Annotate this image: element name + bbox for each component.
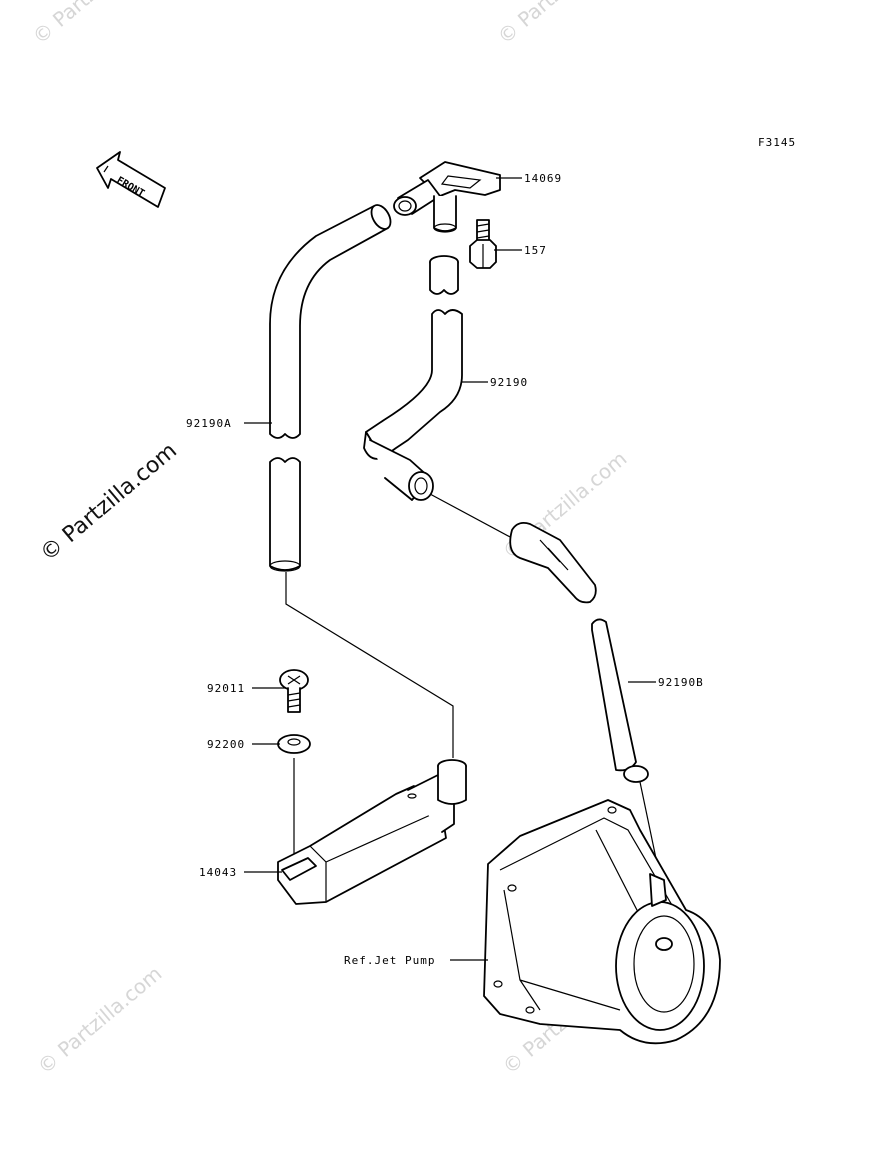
hose-92190 (363, 309, 463, 501)
watermark-top-left: © Partzilla.com (28, 0, 162, 49)
callout-ref-jet-pump: Ref.Jet Pump (344, 954, 435, 967)
callout-157: 157 (524, 244, 547, 257)
leader-hose-to-filter (285, 572, 454, 758)
hose-92190b (591, 618, 649, 783)
callout-14043: 14043 (199, 866, 237, 879)
watermark-main: © Partzilla.com (36, 438, 182, 566)
hose-connector-middle (509, 521, 597, 604)
watermark-top-right: © Partzilla.com (493, 0, 627, 49)
fitting-14069 (393, 161, 501, 233)
hose-92190-upper (429, 255, 459, 295)
washer-92200 (277, 734, 311, 754)
leader-hose-to-pump (639, 781, 659, 869)
callout-92190b: 92190B (658, 676, 704, 689)
callout-92190a: 92190A (186, 417, 232, 430)
figure-code: F3145 (758, 136, 796, 149)
bolt-157 (469, 219, 497, 269)
callout-92200: 92200 (207, 738, 245, 751)
jet-pump-housing (483, 799, 721, 1045)
callout-14069: 14069 (524, 172, 562, 185)
hose-92190a (269, 204, 392, 572)
front-arrow-icon: FRONT (96, 151, 166, 208)
callout-92011: 92011 (207, 682, 245, 695)
screw-92011 (279, 669, 309, 713)
leader-hose-connect (429, 493, 513, 539)
callout-92190: 92190 (490, 376, 528, 389)
watermark-bottom-left: © Partzilla.com (33, 961, 167, 1079)
bracket-14043 (277, 759, 467, 905)
